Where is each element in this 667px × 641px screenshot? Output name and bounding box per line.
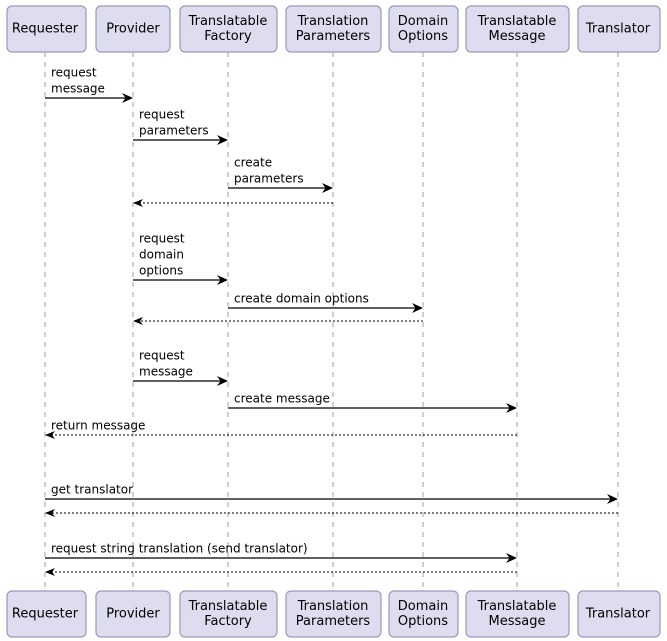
message-label: request string translation (send transla… xyxy=(51,542,308,556)
participant-label: Translatable xyxy=(477,14,557,29)
participant-label: Provider xyxy=(106,607,160,622)
participant-label: Message xyxy=(489,614,546,629)
participant-label: Requester xyxy=(12,607,79,622)
participant-label: Translatable xyxy=(477,599,557,614)
arrowhead-icon xyxy=(217,376,228,386)
arrowhead-icon xyxy=(506,553,517,563)
participant-label: Domain xyxy=(398,599,448,614)
participant-translator-top[interactable]: Translator xyxy=(577,5,661,53)
participant-label: Translation xyxy=(297,599,369,614)
arrowhead-icon xyxy=(412,303,423,313)
participant-box-rect xyxy=(285,590,382,638)
message-label: parameters xyxy=(234,172,304,186)
message-m9[interactable]: create message xyxy=(228,392,517,414)
message-m14[interactable] xyxy=(45,568,517,576)
participant-box-rect xyxy=(577,590,661,638)
arrowhead-icon xyxy=(133,199,143,207)
message-m6[interactable]: create domain options xyxy=(228,292,423,314)
participant-label: Provider xyxy=(106,22,160,37)
participant-box-rect xyxy=(388,5,459,53)
arrowhead-icon xyxy=(217,135,228,145)
participant-box-rect xyxy=(285,5,382,53)
participant-label: Factory xyxy=(204,614,252,629)
participant-box-rect xyxy=(95,5,171,53)
message-m10[interactable]: return message xyxy=(45,419,517,440)
participant-label: Factory xyxy=(204,29,252,44)
message-label: message xyxy=(51,82,105,96)
message-label: options xyxy=(139,264,183,278)
participant-box-rect xyxy=(388,590,459,638)
message-label: return message xyxy=(51,419,145,433)
arrowhead-icon xyxy=(217,275,228,285)
message-m7[interactable] xyxy=(133,317,423,325)
participant-label: Translatable xyxy=(188,14,268,29)
participant-label: Message xyxy=(489,29,546,44)
message-m8[interactable]: request message xyxy=(133,349,228,387)
arrowhead-icon xyxy=(322,183,333,193)
message-m5[interactable]: request domain options xyxy=(133,232,228,286)
message-label: request xyxy=(139,232,185,246)
message-label: request xyxy=(51,66,97,80)
message-m12[interactable] xyxy=(45,509,618,517)
arrowhead-icon xyxy=(607,494,618,504)
participant-label: Options xyxy=(398,614,448,629)
message-label: parameters xyxy=(139,124,209,138)
message-m1[interactable]: request message xyxy=(45,66,133,104)
participant-box-rect xyxy=(577,5,661,53)
message-label: request xyxy=(139,349,185,363)
message-label: domain xyxy=(139,248,184,262)
message-m2[interactable]: request parameters xyxy=(133,108,228,146)
participant-label: Translation xyxy=(297,14,369,29)
message-m13[interactable]: request string translation (send transla… xyxy=(45,542,517,564)
arrowhead-icon xyxy=(45,431,55,439)
participant-label: Requester xyxy=(12,22,79,37)
participant-label: Options xyxy=(398,29,448,44)
participant-box-rect xyxy=(465,590,570,638)
message-label: create domain options xyxy=(234,292,369,306)
lifelines-layer xyxy=(44,52,619,591)
message-label: create message xyxy=(234,392,330,406)
message-m4[interactable] xyxy=(133,199,333,207)
messages-layer: request message request parameters create par… xyxy=(45,66,618,576)
arrowhead-icon xyxy=(122,93,133,103)
participant-translator-bottom[interactable]: Translator xyxy=(577,590,661,638)
arrowhead-icon xyxy=(133,317,143,325)
message-label: request xyxy=(139,108,185,122)
participant-label: Translator xyxy=(585,22,651,37)
participant-box-rect xyxy=(95,590,171,638)
participant-label: Domain xyxy=(398,14,448,29)
participant-label: Translatable xyxy=(188,599,268,614)
message-label: create xyxy=(234,156,272,170)
arrowhead-icon xyxy=(45,568,55,576)
message-m11[interactable]: get translator xyxy=(45,483,618,505)
arrowhead-icon xyxy=(45,509,55,517)
participant-provider-top[interactable]: Provider xyxy=(95,5,171,53)
participant-box-rect xyxy=(6,590,87,638)
message-label: message xyxy=(139,365,193,379)
participant-label: Translator xyxy=(585,607,651,622)
arrowhead-icon xyxy=(506,403,517,413)
message-m3[interactable]: create parameters xyxy=(228,156,333,194)
participant-provider-bottom[interactable]: Provider xyxy=(95,590,171,638)
participant-label: Parameters xyxy=(296,29,371,44)
message-label: get translator xyxy=(51,483,133,497)
participant-box-rect xyxy=(6,5,87,53)
participant-box-rect xyxy=(179,5,278,53)
participant-requester-bottom[interactable]: Requester xyxy=(6,590,87,638)
participant-box-rect xyxy=(179,590,278,638)
participant-label: Parameters xyxy=(296,614,371,629)
participant-requester-top[interactable]: Requester xyxy=(6,5,87,53)
participant-box-rect xyxy=(465,5,570,53)
